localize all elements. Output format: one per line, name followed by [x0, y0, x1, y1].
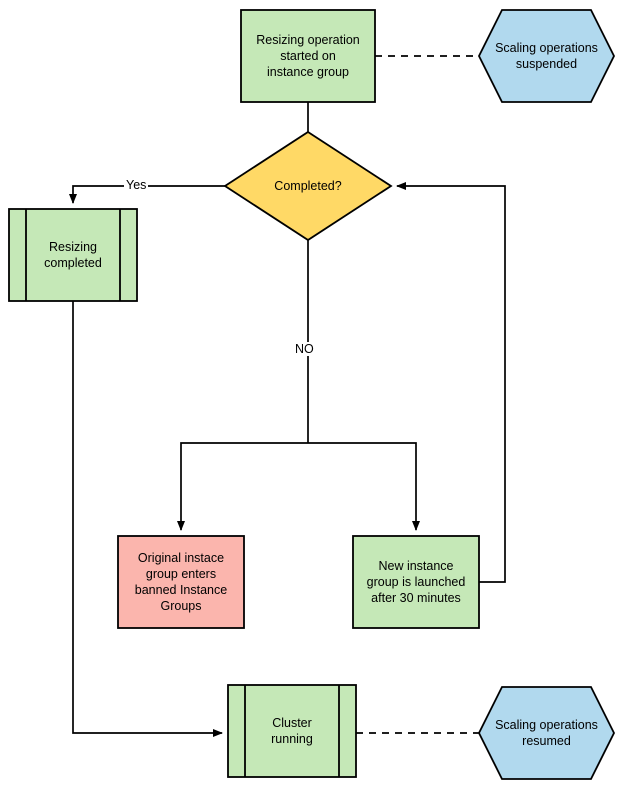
node-scaling-resumed[interactable]: [477, 686, 616, 780]
edge-decision-no: [177, 442, 308, 531]
node-completed-decision[interactable]: [223, 130, 393, 242]
edge-label-no: NO: [293, 342, 316, 356]
edge-decision-no-right: [308, 442, 420, 531]
edge-new-group-retry: [396, 182, 506, 583]
node-scaling-suspended[interactable]: [477, 9, 616, 103]
node-resizing-completed[interactable]: [8, 208, 138, 302]
edge-decision-yes: [69, 185, 225, 204]
edge-label-yes: Yes: [124, 178, 149, 192]
node-new-instance-group[interactable]: [352, 535, 480, 629]
node-banned-instance-groups[interactable]: [117, 535, 245, 629]
node-cluster-running[interactable]: [227, 684, 357, 778]
node-resizing-started[interactable]: [240, 9, 376, 103]
edge-resizing-completed-to-cluster: [72, 301, 223, 737]
nodes-layer: [8, 9, 616, 780]
edges-layer: [69, 55, 506, 737]
